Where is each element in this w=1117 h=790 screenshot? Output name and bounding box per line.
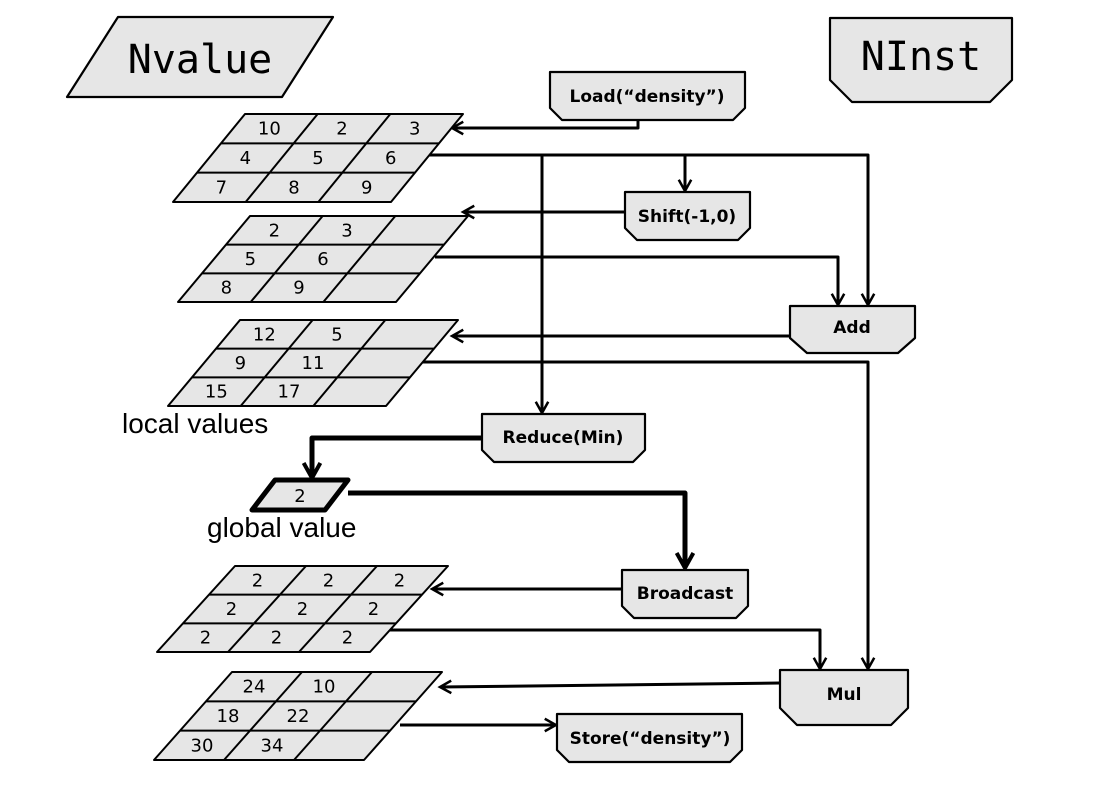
local-values-caption: local values [122,408,268,439]
grid-cell-value: 2 [269,220,280,241]
grid-cell-value: 8 [288,177,299,198]
grid-cell-value: 4 [240,148,251,169]
grid-column-divider [223,671,303,761]
edges [312,120,868,725]
nvalue-legend-label: Nvalue [128,37,273,83]
grid-cell-value: 30 [191,735,214,756]
grid-cell-value: 2 [368,599,379,620]
ninst-legend: NInst [828,16,1014,104]
grid-cell-value: 2 [226,599,237,620]
grid-column-divider [227,565,307,653]
grid-cell-value: 2 [342,628,353,649]
grid-cell-value: 9 [293,278,304,299]
grid-cell-value: 2 [252,570,263,591]
grid-cell-value: 6 [317,249,328,270]
load-instruction: Load(“density”) [548,70,747,122]
grid-column-divider [312,319,387,407]
global-value-caption: global value [207,512,356,543]
store-instruction-label: Store(“density”) [570,729,731,749]
grid-cell-value: 9 [235,353,246,374]
grid-column-divider [317,113,392,203]
store-instruction: Store(“density”) [555,712,744,764]
grid-column-divider [244,113,319,203]
grid-cell-value: 11 [302,353,325,374]
grid-cell-value: 3 [341,220,352,241]
shifted-grid: 2 3 5 6 8 9 [177,215,469,303]
load-instruction-label: Load(“density”) [570,87,725,107]
grid-cell-value: 10 [313,677,336,698]
grid-cell-value: 9 [361,177,372,198]
grid-column-divider [249,215,324,303]
grid-cell-value: 5 [331,324,342,345]
broadcast-instruction-label: Broadcast [637,584,733,604]
grid-cell-value: 3 [409,119,420,140]
density-grid: 10 2 3 4 5 6 7 8 9 [172,113,464,203]
grid-cell-value: 5 [245,249,256,270]
global-value-text: 2 [294,486,305,507]
ninst-legend-label: NInst [861,34,981,80]
shift-instruction-label: Shift(-1,0) [638,207,736,227]
grid-cell-value: 7 [216,177,227,198]
grid-cell-value: 24 [243,677,266,698]
grid-cell-value: 18 [217,706,240,727]
broadcast-instruction: Broadcast [620,568,750,620]
grid-cell-value: 34 [261,735,284,756]
grid-cell-value: 2 [394,570,405,591]
reduce-instruction: Reduce(Min) [480,412,647,464]
grid-cell-value: 10 [258,119,281,140]
grid-cell-value: 2 [271,628,282,649]
nvalue-legend: Nvalue [65,15,335,99]
grid-cell-value: 22 [287,706,310,727]
grid-cell-value: 8 [221,278,232,299]
sum-grid: 12 5 9 11 15 17 [167,319,459,407]
grid-cell-value: 12 [253,324,276,345]
grid-cell-value: 6 [385,148,396,169]
grid-column-divider [322,215,397,303]
product-grid: 24 10 18 22 30 34 [153,671,443,761]
add-instruction: Add [788,304,917,355]
grid-cell-value: 2 [323,570,334,591]
grid-column-divider [293,671,373,761]
grid-cell-value: 2 [200,628,211,649]
global-value-cell: 2 [249,477,351,513]
grid-column-divider [298,565,378,653]
grid-column-divider [239,319,314,407]
mul-instruction-label: Mul [827,685,862,705]
grid-cell-value: 5 [312,148,323,169]
grid-cell-value: 2 [297,599,308,620]
grid-cell-value: 2 [336,119,347,140]
reduce-instruction-label: Reduce(Min) [503,428,624,448]
add-instruction-label: Add [833,318,871,338]
shift-instruction: Shift(-1,0) [623,190,752,242]
grid-cell-value: 17 [278,382,301,403]
grid-cell-value: 15 [205,382,228,403]
mul-instruction: Mul [778,668,910,727]
